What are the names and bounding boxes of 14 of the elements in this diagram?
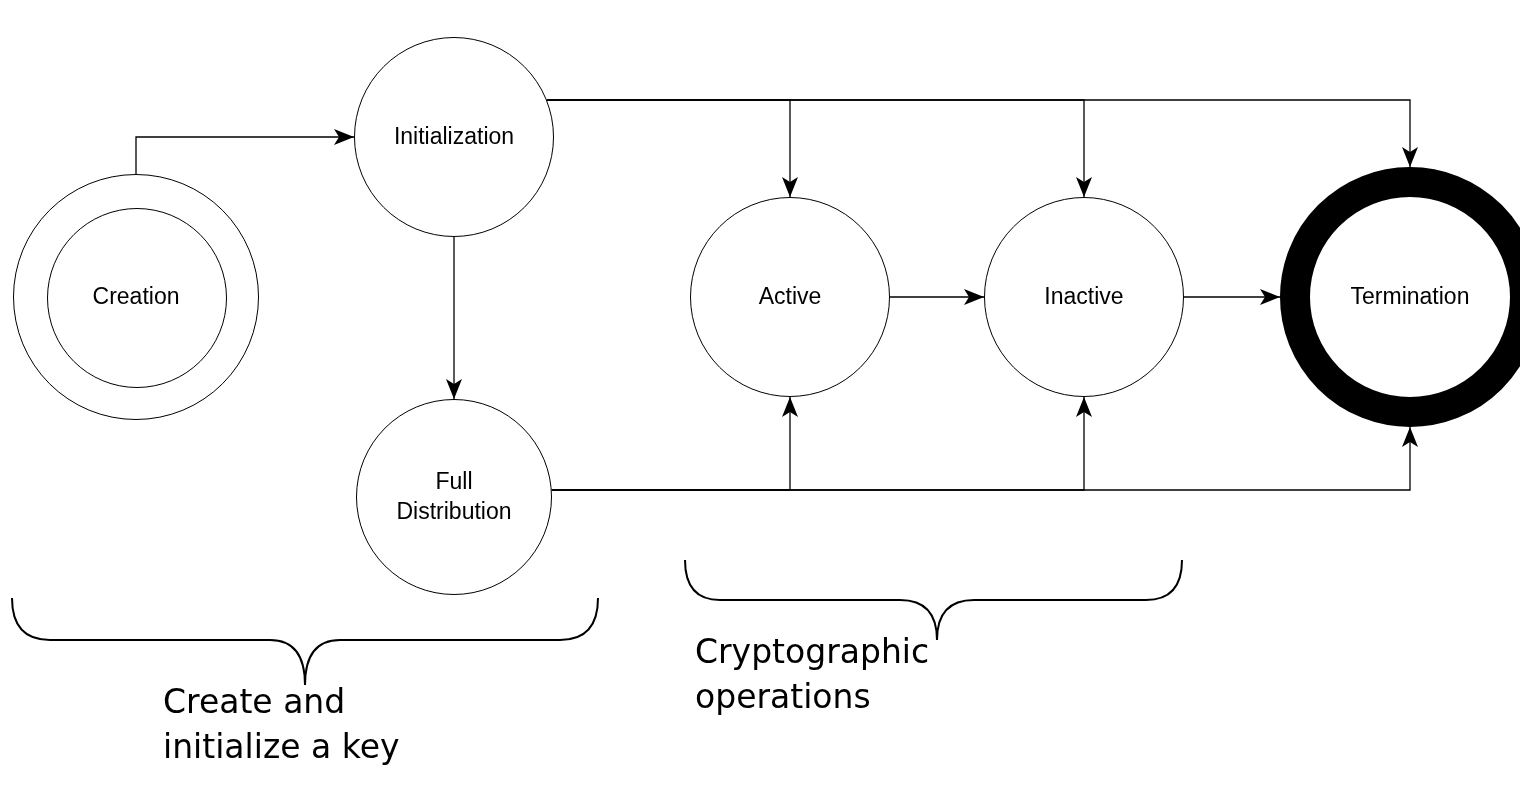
arrow <box>1183 289 1281 305</box>
arrow <box>446 236 462 400</box>
arrow <box>551 426 1418 491</box>
group-caption: Create and initialize a key <box>163 681 401 768</box>
state-label: Termination <box>1350 282 1470 312</box>
state-label: Active <box>758 282 822 312</box>
state-label: Inactive <box>1044 282 1124 312</box>
arrow <box>135 129 355 175</box>
state-label: Initialization <box>393 122 515 152</box>
state-label: Creation <box>92 282 180 312</box>
group-caption: Cryptographic operations <box>695 631 931 718</box>
state-label: Full Distribution <box>395 467 513 526</box>
arrow <box>889 289 985 305</box>
arrow <box>546 99 1418 168</box>
